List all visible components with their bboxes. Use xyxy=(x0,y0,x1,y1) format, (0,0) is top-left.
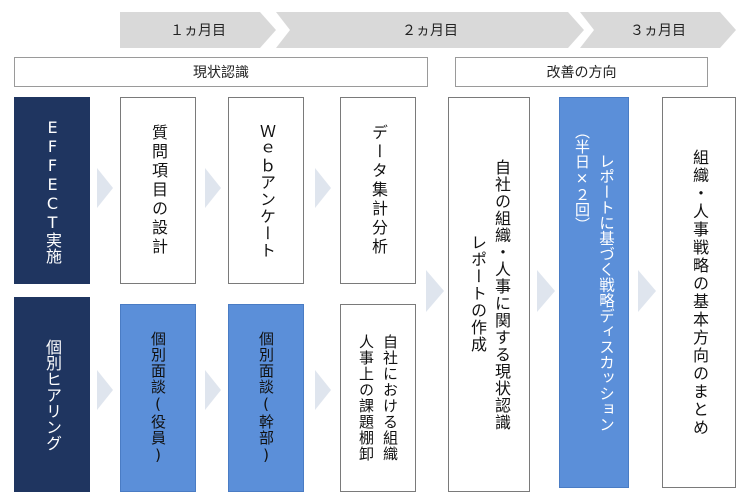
web-survey-box: Ｗｅｂアンケート xyxy=(228,97,304,284)
effect-box: EFFECT実施 xyxy=(14,97,90,284)
section-improvement-direction: 改善の方向 xyxy=(455,57,708,87)
arrow-exec-to-mgr xyxy=(205,370,221,410)
question-design-box: 質問項目の設計 xyxy=(120,97,196,284)
data-analysis-box: データ集計分析 xyxy=(340,97,416,284)
phase-1-label: １ヵ月目 xyxy=(170,23,226,39)
interview-exec-label: 個別面談(役員) xyxy=(149,331,167,465)
interview-mgr-label: 個別面談(幹部) xyxy=(257,331,275,465)
discussion-line-2: （半日×２回） xyxy=(573,124,591,232)
arrow-effect-to-question xyxy=(97,168,113,208)
report-line-1: 自社の組織・人事に関する現状認識 xyxy=(492,158,511,431)
arrow-mgr-to-issues xyxy=(315,370,331,410)
effect-label: EFFECT実施 xyxy=(43,117,62,264)
discussion-box: レポートに基づく戦略ディスカッション （半日×２回） xyxy=(559,97,629,488)
hearing-box: 個別ヒアリング xyxy=(14,297,90,492)
phase-2-label: ２ヵ月目 xyxy=(402,23,458,39)
discussion-line-1: レポートに基づく戦略ディスカッション xyxy=(597,153,615,432)
phase-3-shape xyxy=(580,12,736,48)
phase-3-chevron: ３ヵ月目 xyxy=(580,12,736,48)
issue-line-1: 自社における組織 xyxy=(381,334,399,462)
report-box: 自社の組織・人事に関する現状認識 レポートの作成 xyxy=(448,97,530,492)
report-line-2: レポートの作成 xyxy=(468,234,487,353)
arrow-question-to-web xyxy=(205,168,221,208)
interview-exec-box: 個別面談(役員) xyxy=(120,304,196,492)
question-design-label: 質問項目の設計 xyxy=(149,124,168,257)
strategy-label: 組織・人事戦略の基本方向のまとめ xyxy=(690,148,709,437)
arrow-to-report xyxy=(426,270,444,312)
arrow-discussion-to-strategy xyxy=(638,270,656,312)
issue-inventory-box: 自社における組織 人事上の課題棚卸 xyxy=(340,304,416,492)
strategy-box: 組織・人事戦略の基本方向のまとめ xyxy=(662,97,736,488)
phase-3-label: ３ヵ月目 xyxy=(630,23,686,39)
arrow-web-to-analysis xyxy=(315,168,331,208)
phase-1-shape xyxy=(120,12,276,48)
issue-line-2: 人事上の課題棚卸 xyxy=(357,334,375,462)
web-survey-label: Ｗｅｂアンケート xyxy=(257,122,276,259)
arrow-report-to-discussion xyxy=(537,270,555,312)
arrow-hearing-to-exec xyxy=(97,370,113,410)
data-analysis-label: データ集計分析 xyxy=(369,124,388,257)
phase-2-chevron: ２ヵ月目 xyxy=(276,12,584,48)
hearing-label: 個別ヒアリング xyxy=(43,338,62,451)
interview-mgr-box: 個別面談(幹部) xyxy=(228,304,304,492)
phase-1-chevron: １ヵ月目 xyxy=(120,12,276,48)
phase-2-shape xyxy=(276,12,584,48)
section-current-state: 現状認識 xyxy=(14,57,428,87)
